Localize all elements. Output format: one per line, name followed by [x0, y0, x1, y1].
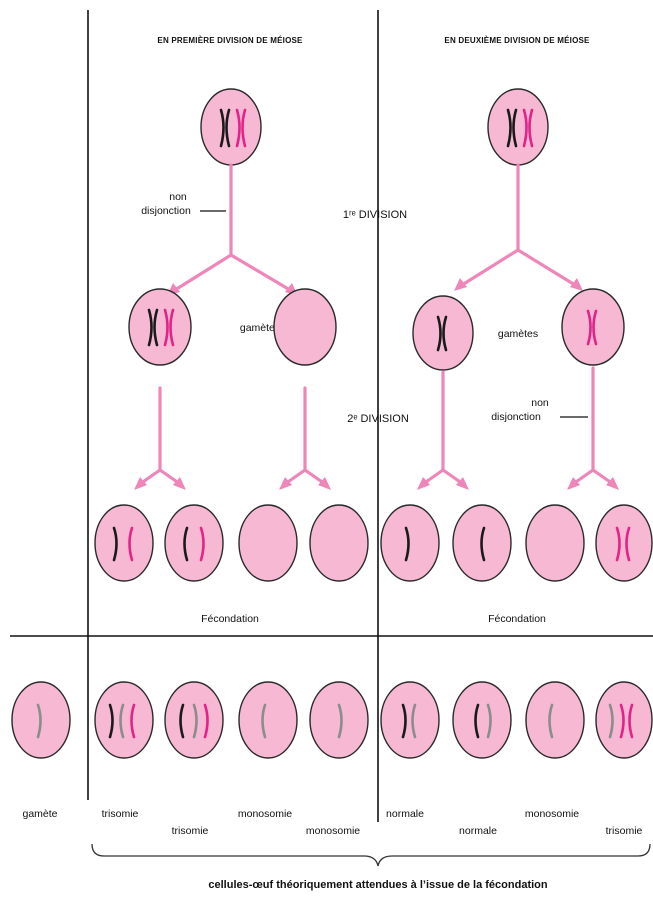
- left-gamete-2: [164, 504, 224, 582]
- grouping-brace: [91, 843, 651, 867]
- zygote-r1: [380, 681, 440, 759]
- right-arrows-first-division: [454, 163, 583, 291]
- header-second-division: EN DEUXIÈME DIVISION DE MÉIOSE: [444, 36, 590, 45]
- left-daughter-cell-empty: [273, 288, 337, 366]
- zygote-l2: [164, 681, 224, 759]
- non-label-left: non: [169, 191, 187, 203]
- fecondation-label-left: Fécondation: [201, 613, 259, 625]
- gametes-label-right: gamètes: [498, 328, 538, 340]
- right-daughter-cell-pink: [561, 288, 625, 366]
- right-gamete-3-empty: [525, 504, 585, 582]
- right-gamete-1: [380, 504, 440, 582]
- disjonction-label-left: disjonction: [141, 205, 191, 217]
- gamete-cell: [11, 681, 71, 759]
- zygote-l4: [309, 681, 369, 759]
- gametes-label-left: gamètes: [240, 322, 280, 334]
- left-daughter-cell-disomic: [128, 288, 192, 366]
- non-label-right: non: [531, 397, 549, 409]
- zygote-r2: [452, 681, 512, 759]
- right-parent-cell: [487, 88, 549, 166]
- zygote-l1: [94, 681, 154, 759]
- fecondation-label-right: Fécondation: [488, 613, 546, 625]
- left-gamete-1: [94, 504, 154, 582]
- footer-caption: cellules-œuf théoriquement attendues à l…: [208, 879, 548, 891]
- right-arrows-second-division: [417, 366, 619, 490]
- left-gamete-4-empty: [309, 504, 369, 582]
- header-first-division: EN PREMIÈRE DIVISION DE MÉIOSE: [157, 36, 303, 45]
- zygote-label-r1: normale: [386, 808, 424, 820]
- second-division-label: 2ᵉ DIVISION: [347, 413, 409, 425]
- zygote-label-l2: trisomie: [172, 825, 209, 837]
- zygote-r3: [525, 681, 585, 759]
- left-gamete-3-empty: [238, 504, 298, 582]
- left-arrows-second-division: [134, 386, 331, 490]
- zygote-label-l4: monosomie: [306, 825, 360, 837]
- zygote-label-r2: normale: [459, 825, 497, 837]
- right-gamete-4: [595, 504, 653, 582]
- zygote-l3: [238, 681, 298, 759]
- disjonction-label-right: disjonction: [491, 411, 541, 423]
- zygote-label-r3: monosomie: [525, 808, 579, 820]
- gamete-label: gamète: [22, 808, 57, 820]
- left-arrows-first-division: [167, 163, 298, 296]
- right-gamete-2: [452, 504, 512, 582]
- first-division-label: 1ʳᵉ DIVISION: [343, 209, 407, 221]
- left-parent-cell: [200, 88, 262, 166]
- right-daughter-cell-black: [412, 295, 474, 371]
- zygote-label-r4: trisomie: [606, 825, 643, 837]
- zygote-r4: [595, 681, 653, 759]
- zygote-label-l1: trisomie: [102, 808, 139, 820]
- zygote-label-l3: monosomie: [238, 808, 292, 820]
